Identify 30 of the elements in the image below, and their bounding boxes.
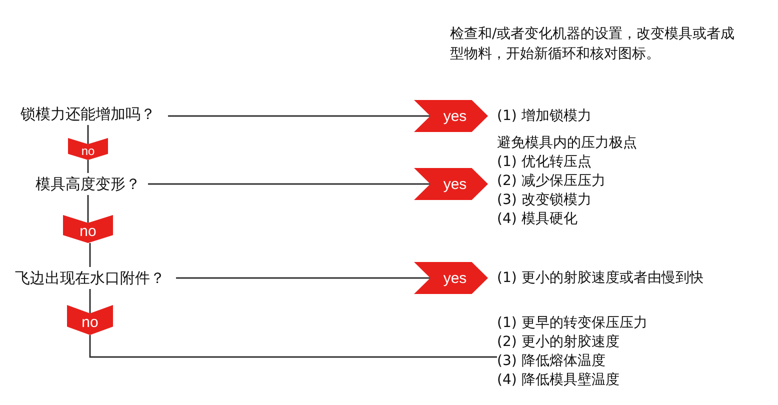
connector-line [148,183,430,185]
chevron-marker: no [68,138,108,160]
action-text: (2) 更小的射胶速度 [497,333,620,352]
action-text: (1) 优化转压点 [497,152,592,172]
action-text: (2) 减少保压压力 [497,172,606,190]
connector-line [89,243,91,267]
action-text: (4) 降低模具壁温度 [497,371,620,390]
connector-line [87,160,89,173]
connector-line [87,125,89,144]
connector-line [176,277,430,279]
chevron-marker: no [63,215,113,243]
action-text: (3) 降低熔体温度 [497,352,606,371]
note-text: 检查和/或者变化机器的设置，改变模具或者成型物料，开始新循环和核对图标。 [450,25,736,64]
question-text: 模具高度变形？ [36,174,140,194]
action-text: (3) 改变锁模力 [497,190,592,210]
chevron-marker: no [67,305,113,335]
action-text: (1) 更早的转变保压压力 [497,314,648,333]
connector-line [89,335,497,358]
chevron-marker: yes [414,100,488,132]
action-text: 避免模具内的压力极点 [497,134,637,152]
question-text: 飞边出现在水口附件？ [15,268,165,288]
action-text: (4) 模具硬化 [497,210,578,228]
question-text: 锁模力还能增加吗？ [20,104,156,124]
connector-line [89,289,91,314]
chevron-marker: yes [414,262,488,294]
action-text: (1) 增加锁模力 [497,106,592,126]
action-text: (1) 更小的射胶速度或者由慢到快 [497,268,704,288]
connector-line [87,195,89,223]
connector-line [168,115,430,117]
chevron-marker: yes [414,168,488,200]
